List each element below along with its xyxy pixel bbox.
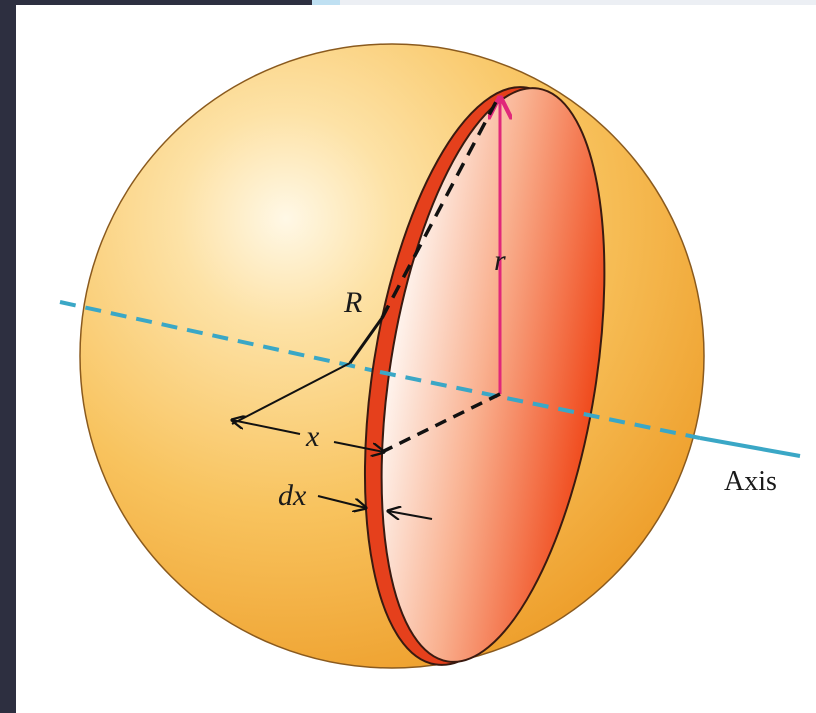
window-top-border [0,0,312,5]
sphere-radius-dashed [380,97,500,319]
window-left-border [0,0,16,713]
axis-line-solid [699,436,801,458]
x-arrow-left [232,420,301,435]
label-x: x [305,420,320,453]
slice-face [380,87,606,663]
label-dx: dx [278,479,307,512]
dx-arrow-left [317,495,366,508]
axis-line-dashed [379,370,701,440]
window-top-accent [312,0,340,5]
label-r: r [494,244,506,277]
window-top-strip [340,0,816,5]
x-arrow-right [333,441,384,452]
center-to-slice-dashed [381,392,501,454]
sphere-radius-solid [348,317,384,364]
sphere-center-line [231,362,351,425]
label-R: R [343,286,362,319]
axis-line-left [59,300,381,374]
dx-arrow-right [388,511,433,519]
label-axis: Axis [724,466,777,497]
